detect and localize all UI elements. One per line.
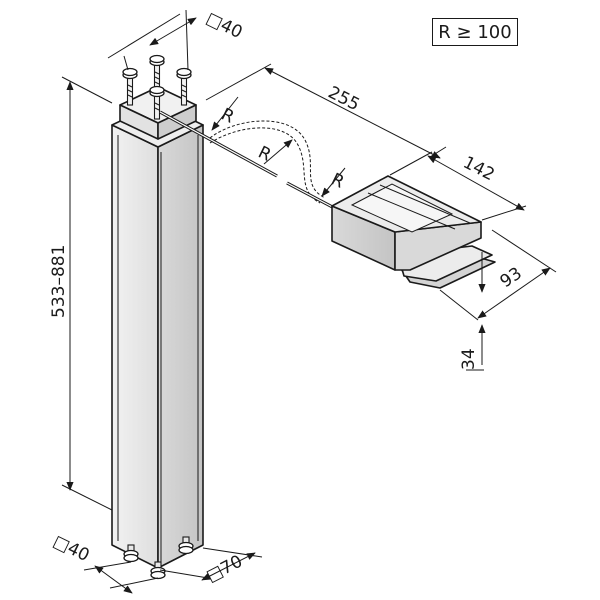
screw-icon xyxy=(149,85,165,120)
dim-pedal-length-label: 142 xyxy=(460,153,498,186)
column-front-face xyxy=(111,124,159,569)
dim-bottom-square-label: □40 xyxy=(50,532,93,567)
bend-radius-note-text: R ≥ 100 xyxy=(438,21,512,43)
top-screws xyxy=(122,54,192,120)
pedal-tread xyxy=(350,183,454,233)
dim-bend-radius-2: R xyxy=(255,139,293,166)
bend-radius-2-label: R xyxy=(255,143,275,166)
bend-radius-1-label: R xyxy=(218,105,238,128)
screw-icon xyxy=(122,67,138,106)
dim-pedal-height-label: 34 xyxy=(459,348,479,370)
dim-bend-radius-1: R xyxy=(211,96,239,131)
foot-screw-icon xyxy=(178,536,194,555)
dim-top-square: □40 xyxy=(107,9,246,71)
dim-column-height: 533–881 xyxy=(49,76,113,511)
cable-flexible-loop xyxy=(209,120,326,199)
dim-top-square-label: □40 xyxy=(203,9,246,44)
screw-icon xyxy=(176,67,192,106)
bend-radius-note: R ≥ 100 xyxy=(432,18,518,46)
screw-icon xyxy=(149,54,165,97)
dim-cable-length: 255 xyxy=(205,63,447,159)
column xyxy=(111,86,204,569)
dim-pedal-height: 34 xyxy=(459,252,486,371)
dim-column-square-label: □70 xyxy=(203,552,246,587)
dim-cable-length-label: 255 xyxy=(325,83,363,116)
dim-bend-radius-3: R xyxy=(321,167,348,197)
dim-column-height-label: 533–881 xyxy=(49,245,69,318)
column-side-face xyxy=(157,124,204,569)
foot-pedal xyxy=(331,175,496,289)
bend-radius-3-label: R xyxy=(328,170,348,193)
foot-screw-icon xyxy=(123,544,139,563)
